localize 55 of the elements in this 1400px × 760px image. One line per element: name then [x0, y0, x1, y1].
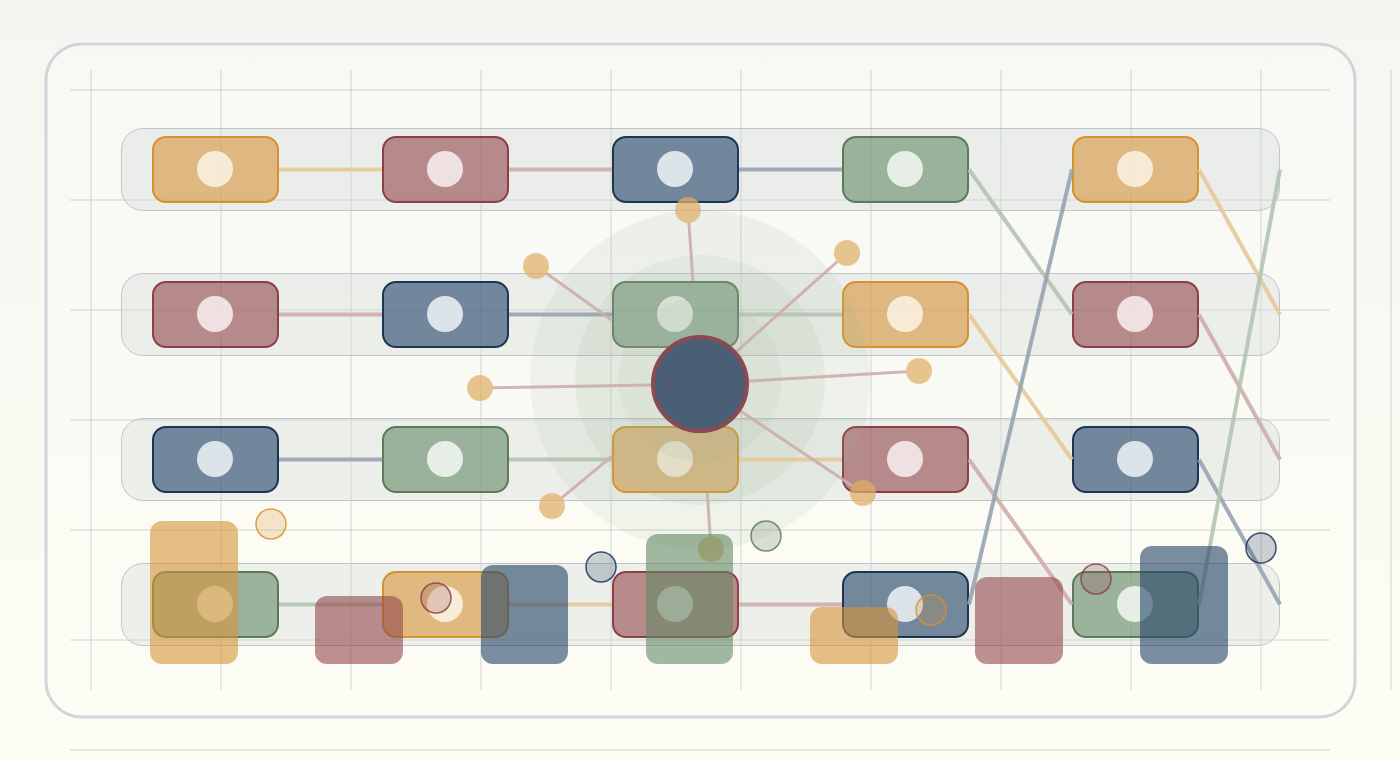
connector-line: [545, 272, 613, 322]
satellite-circle: [675, 197, 701, 223]
satellite-circle: [467, 375, 493, 401]
node-box: [1071, 280, 1199, 348]
node-box: [611, 135, 739, 203]
connector-line: [967, 458, 1074, 606]
connector-line: [1197, 458, 1282, 606]
connector-line: [279, 167, 382, 172]
node-box: [151, 425, 279, 493]
satellite-circle: [906, 358, 932, 384]
node-box: [381, 135, 509, 203]
connector-line: [279, 457, 382, 462]
connector-line: [492, 383, 652, 390]
satellite-circle: [539, 493, 565, 519]
connector-line: [967, 168, 1074, 316]
connector-line: [1197, 313, 1282, 461]
connector-line: [279, 602, 382, 607]
connector-line: [1197, 169, 1282, 605]
node-box: [151, 135, 279, 203]
node-box: [611, 570, 739, 638]
connector-line: [687, 222, 695, 282]
connector-line: [748, 370, 907, 383]
node-box: [151, 280, 279, 348]
row-band: [121, 273, 1280, 356]
connector-line: [739, 602, 842, 607]
connector-line: [279, 312, 382, 317]
node-box: [381, 280, 509, 348]
row-band: [121, 563, 1280, 646]
node-box: [841, 135, 969, 203]
connector-line: [739, 410, 854, 487]
connector-line: [739, 312, 842, 317]
row-band: [121, 128, 1280, 211]
node-box: [1071, 425, 1199, 493]
node-box: [841, 280, 969, 348]
node-box: [841, 570, 969, 638]
node-box: [1071, 135, 1199, 203]
satellite-circle: [850, 480, 876, 506]
connector-line: [1197, 168, 1282, 316]
connector-line: [509, 602, 612, 607]
connector-line: [561, 455, 613, 499]
satellite-circle: [523, 253, 549, 279]
satellite-circle: [834, 240, 860, 266]
connector-line: [967, 313, 1074, 461]
connector-line: [739, 167, 842, 172]
hub-circle: [651, 335, 749, 433]
node-box: [841, 425, 969, 493]
connector-line: [705, 492, 712, 537]
connector-line: [509, 312, 612, 317]
connector-line: [509, 457, 612, 462]
connector-line: [509, 167, 612, 172]
connector-line: [739, 457, 842, 462]
node-box: [381, 425, 509, 493]
row-band: [121, 418, 1280, 501]
connector-line: [735, 260, 839, 353]
satellite-circle: [698, 536, 724, 562]
